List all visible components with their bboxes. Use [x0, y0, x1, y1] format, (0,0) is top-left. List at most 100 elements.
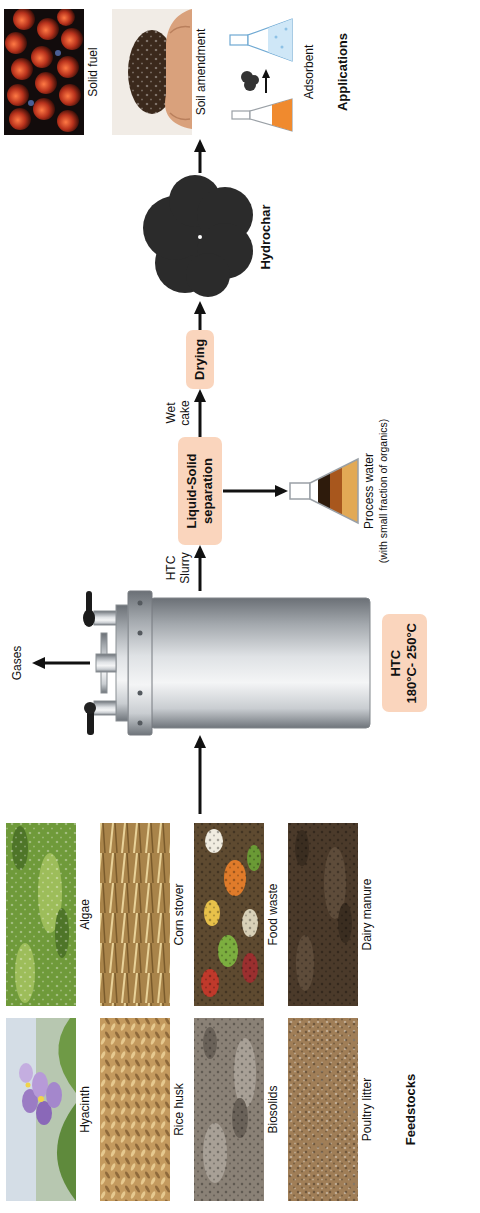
soil-amendment-photo: [170, 113, 190, 119]
htc-reactor-vessel: [83, 591, 370, 735]
hydrochar-cloud: [198, 235, 202, 239]
feedstock-tile: Biosolids: [194, 1018, 286, 1201]
soil-amendment-photo: [112, 9, 192, 135]
process-water-flask: [330, 443, 342, 533]
tile-caption: Solid fuel: [86, 9, 100, 135]
htc-reactor-vessel: [116, 605, 128, 721]
htc-reactor-vessel: [138, 601, 143, 606]
tile-caption: Adsorbent: [302, 9, 316, 135]
feedstock-tile: Rice husk: [100, 1018, 192, 1201]
hyacinth-photo: [32, 1072, 48, 1098]
group-heading: Applications: [335, 5, 350, 139]
hyacinth-photo: [46, 1082, 62, 1108]
feedstock-tile: Algae: [6, 823, 98, 1006]
biosolids-photo: [194, 1018, 264, 1201]
flow-arrow: [223, 490, 283, 493]
tile-caption: Rice husk: [172, 1018, 186, 1201]
feedstock-tile: Dairy manure: [288, 823, 380, 1006]
corn-stover-photo: [100, 823, 170, 1006]
figure-label: Hydrochar: [258, 173, 274, 301]
figure-label: Process water: [362, 391, 377, 591]
adsorbent-flasks: [268, 19, 292, 61]
adsorbent-flasks: [230, 35, 248, 45]
tile-caption: Poultry litter: [360, 1018, 374, 1201]
tile-caption: Food waste: [266, 823, 280, 1006]
hydrochar-cloud: [186, 253, 230, 297]
process-water-flask: [310, 443, 360, 533]
process-box: Drying: [186, 330, 214, 389]
application-tile: Adsorbent: [220, 9, 322, 135]
feedstock-tile: Hyacinth: [6, 1018, 98, 1201]
dairy-manure-photo: [288, 823, 358, 1006]
hyacinth-photo: [6, 1018, 76, 1201]
edge-label: Wet cake: [165, 390, 193, 436]
solid-fuel-photo: [7, 84, 29, 106]
tile-caption: Corn stover: [172, 823, 186, 1006]
algae-photo: [6, 823, 76, 1006]
box-text: HTC: [388, 623, 404, 704]
box-text: Liquid-Solid separation: [184, 446, 217, 536]
gases-arrow: [37, 663, 90, 664]
htc-reactor: HTC180°C- 250°C: [82, 591, 447, 735]
adsorbent-flasks: [281, 46, 284, 49]
htc-reactor-vessel: [128, 591, 152, 735]
poultry-litter-photo: [288, 1018, 358, 1201]
soil-amendment-photo: [112, 9, 192, 135]
process-box: Liquid-Solid separation: [178, 437, 223, 545]
adsorbent-flasks: [265, 73, 267, 93]
adsorbent-flasks: [275, 36, 278, 39]
solid-fuel-photo: [4, 9, 84, 135]
solid-fuel-photo: [57, 110, 79, 132]
solid-fuel-photo: [13, 9, 35, 30]
biosolids-photo: [194, 1018, 264, 1201]
figure-note: (with small fraction of organics): [377, 391, 390, 591]
solid-fuel-photo: [57, 56, 79, 78]
algae-photo: [6, 823, 76, 1006]
flow-arrow: [199, 550, 202, 591]
tile-caption: Biosolids: [266, 1018, 280, 1201]
soil-amendment-photo: [165, 9, 192, 129]
htc-reactor-vessel: [150, 598, 370, 728]
hyacinth-photo: [57, 1103, 76, 1201]
feedstock-tile: Food waste: [194, 823, 286, 1006]
food-waste-photo: [194, 823, 264, 1006]
solid-fuel-photo: [61, 28, 83, 50]
feedstock-tile: Corn stover: [100, 823, 192, 1006]
poultry-litter-photo: [288, 1018, 358, 1201]
process-water-flask: [290, 483, 310, 499]
solid-fuel-photo: [59, 84, 81, 106]
adsorbent-flasks: [232, 111, 250, 119]
application-tile: Soil amendment: [112, 9, 214, 135]
adsorbent-flasks: [250, 99, 292, 131]
htc-reactor-vessel: [138, 721, 143, 726]
adsorbent-flasks: [230, 19, 292, 131]
solid-fuel-photo: [4, 9, 84, 135]
hyacinth-photo: [19, 1063, 33, 1083]
poultry-litter-photo: [288, 1018, 358, 1201]
solid-fuel-photo: [33, 98, 55, 120]
htc-reactor-vessel: [86, 591, 92, 613]
hyacinth-photo: [38, 1096, 44, 1102]
process-water: Process water(with small fraction of org…: [288, 391, 390, 591]
hydrochar-cloud: [143, 175, 253, 297]
edge-label: HTC Slurry: [165, 545, 193, 591]
htc-reactor-vessel: [84, 702, 96, 714]
solid-fuel-photo: [57, 9, 75, 26]
hydrochar-node: Hydrochar: [142, 173, 274, 301]
hyacinth-photo: [26, 1083, 31, 1088]
group-heading: Feedstocks: [403, 1018, 418, 1201]
solid-fuel-photo: [55, 50, 61, 56]
hyacinth-photo: [58, 1018, 76, 1093]
flow-arrow: [199, 306, 202, 330]
food-waste-photo: [194, 823, 264, 1006]
flow-arrow: [199, 394, 202, 437]
solid-fuel-photo: [35, 72, 57, 94]
feedstock-tile: Poultry litter: [288, 1018, 380, 1201]
corn-stover-photo: [100, 823, 170, 1006]
htc-reactor-vessel: [94, 611, 116, 625]
process-water-flask: [310, 443, 360, 533]
htc-reactor-vessel: [138, 631, 143, 636]
adsorbent-flasks: [249, 75, 259, 85]
